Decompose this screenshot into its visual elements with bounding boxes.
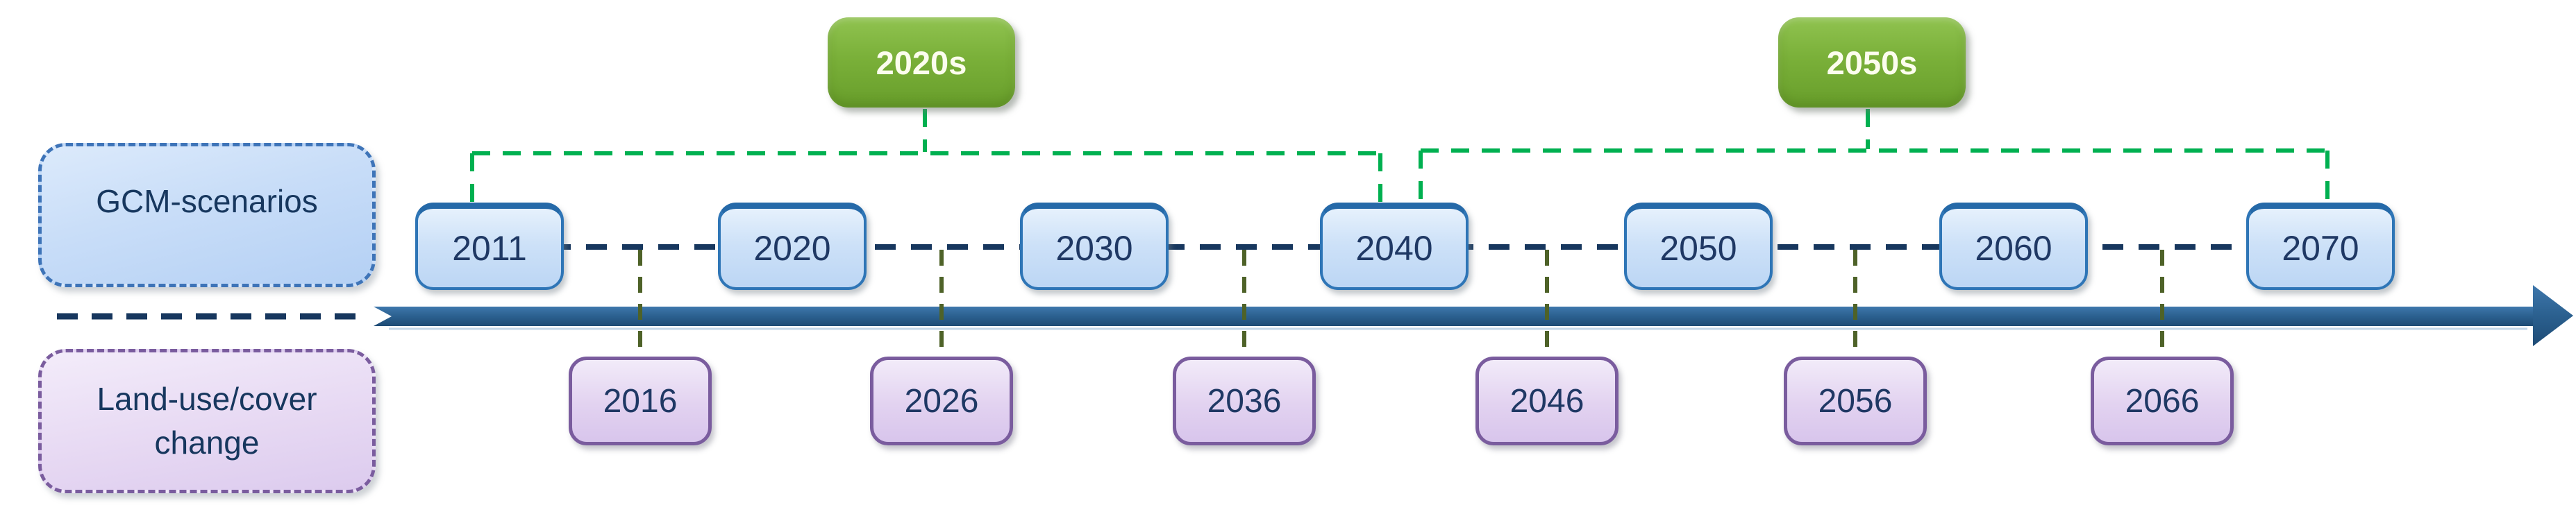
gcm-year-box-2011: 2011 [415, 203, 564, 290]
decade-box-2050s: 2050s [1778, 17, 1966, 108]
landuse-year-2026: 2026 [904, 382, 979, 420]
landuse-year-box-2056: 2056 [1784, 357, 1927, 445]
landuse-year-box-2016: 2016 [569, 357, 712, 445]
decade-box-2020s: 2020s [828, 17, 1015, 108]
land-use-label-line2: change [154, 425, 260, 461]
gcm-year-box-2070: 2070 [2246, 203, 2395, 290]
land-use-label-line1: Land-use/cover [97, 380, 317, 417]
land-use-label-box: Land-use/cover change [38, 349, 376, 493]
gcm-year-2070: 2070 [2282, 228, 2359, 268]
landuse-year-2046: 2046 [1509, 382, 1584, 420]
gcm-year-2020: 2020 [753, 228, 831, 268]
gcm-year-2011: 2011 [452, 228, 527, 268]
land-use-label: Land-use/cover change [97, 377, 317, 465]
gcm-year-box-2040: 2040 [1320, 203, 1469, 290]
gcm-year-box-2020: 2020 [718, 203, 867, 290]
gcm-year-2050: 2050 [1659, 228, 1737, 268]
timeline-bar [374, 307, 2539, 326]
bracket-2020s [470, 109, 1382, 203]
landuse-year-2056: 2056 [1818, 382, 1893, 420]
landuse-drop-lines [638, 250, 2164, 357]
landuse-year-2066: 2066 [2125, 382, 2200, 420]
gcm-year-box-2050: 2050 [1624, 203, 1773, 290]
gcm-year-box-2060: 2060 [1939, 203, 2088, 290]
gcm-scenarios-label: GCM-scenarios [96, 183, 318, 219]
gcm-year-2060: 2060 [1975, 228, 2052, 268]
landuse-year-box-2066: 2066 [2091, 357, 2234, 445]
decade-box-2020s-label: 2020s [876, 44, 967, 81]
gcm-year-2030: 2030 [1055, 228, 1133, 268]
landuse-year-2016: 2016 [603, 382, 678, 420]
gcm-scenarios-label-box: GCM-scenarios [38, 143, 376, 287]
landuse-year-box-2026: 2026 [870, 357, 1013, 445]
decade-box-2050s-label: 2050s [1826, 44, 1918, 81]
timeline-arrowhead [2533, 285, 2573, 346]
landuse-year-box-2036: 2036 [1173, 357, 1316, 445]
gcm-year-box-2030: 2030 [1020, 203, 1169, 290]
landuse-year-2036: 2036 [1207, 382, 1282, 420]
landuse-year-box-2046: 2046 [1475, 357, 1619, 445]
gcm-year-2040: 2040 [1355, 228, 1433, 268]
bracket-2050s [1419, 109, 2330, 201]
